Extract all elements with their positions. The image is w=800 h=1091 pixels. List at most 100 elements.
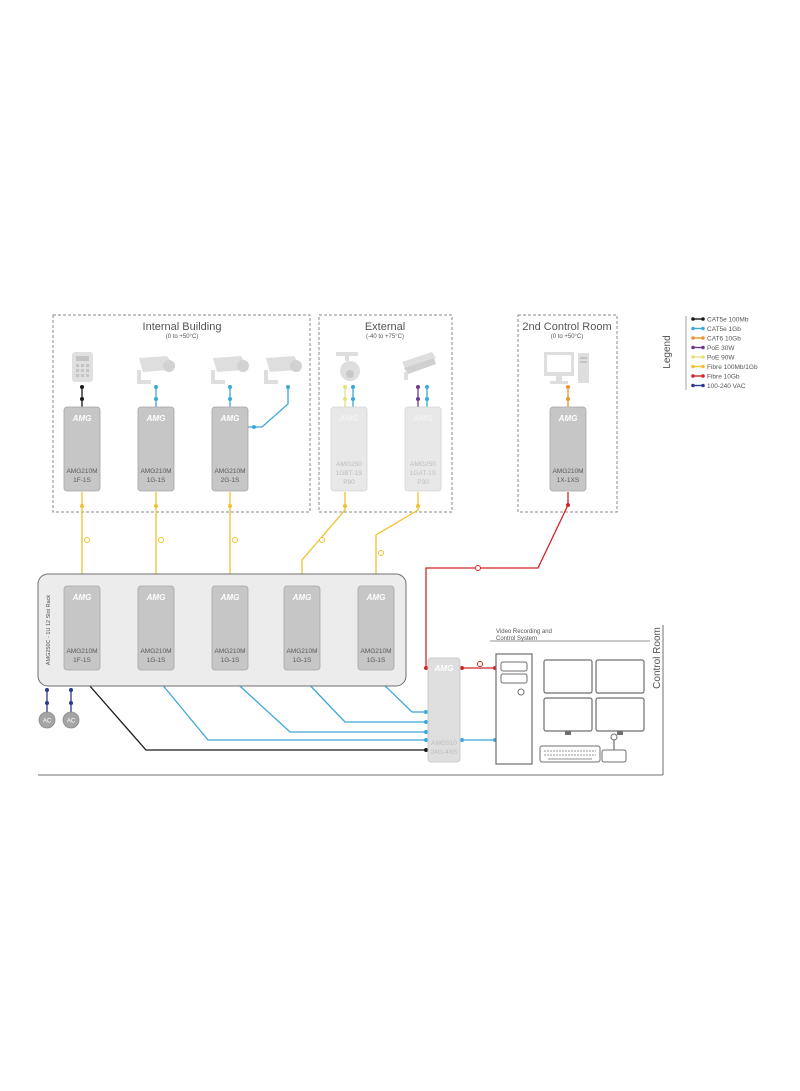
rack-module: AMG AMG210M 1G-1S [137, 585, 175, 671]
module-model: AMG210M [66, 468, 97, 475]
cat6-10gb-link [566, 385, 570, 408]
internal-building-zone: Internal Building (0 to +50°C) [52, 314, 311, 513]
housed-camera-icon [402, 352, 436, 380]
legend-swatch-dot [701, 317, 705, 321]
legend-swatch-dot [701, 355, 705, 359]
switch-model: AMG510 [431, 740, 457, 747]
legend-swatch-dot [701, 336, 705, 340]
amg-logo: AMG [146, 593, 166, 602]
ac-power-links [45, 688, 73, 713]
legend-item: CAT6 10Gb [691, 335, 741, 342]
legend-swatch-dot [701, 383, 705, 388]
joystick-icon [601, 733, 627, 763]
module-poe: P90 [343, 479, 355, 486]
legend-item: PoE 30W [691, 345, 735, 352]
rack-module: AMG AMG210M 1G-1S [211, 585, 249, 671]
external-zone: External (-40 to +75°C) [318, 314, 453, 513]
legend-item: CAT5e 100Mb [691, 316, 749, 323]
ac-label: AC [43, 719, 52, 725]
keyboard-icon [539, 745, 601, 763]
amg-logo: AMG [558, 414, 578, 423]
poe-90w-link [343, 385, 355, 408]
field-module: AMG AMG210M 1F-1S [63, 406, 101, 492]
amg-logo: AMG [292, 593, 312, 602]
legend-title: Legend [662, 335, 673, 368]
legend-swatch-dot [691, 364, 695, 369]
module-model: AMG210M [140, 648, 171, 655]
module-variant: 1G-1S [147, 657, 166, 664]
workstation-icon [544, 352, 589, 384]
rack-module: AMG AMG210M 1G-1S [283, 585, 321, 671]
module-model: AMG210M [214, 648, 245, 655]
legend-item: Fibre 100Mb/1Gb [691, 364, 758, 371]
switch-module: AMG AMG510 24G-4XS [427, 657, 461, 763]
internal-building-title: Internal Building [143, 321, 222, 333]
legend-swatch-dot [691, 355, 695, 359]
legend-swatch-dot [701, 364, 705, 369]
amg-logo: AMG [146, 414, 166, 423]
ac-supply: AC [38, 711, 56, 729]
legend-item: Fibre 10Gb [691, 373, 740, 380]
control-room-area: Control Room Video Recording and Control… [38, 625, 664, 776]
field-module-external: AMG AMG250 1GAT-1S P30 [404, 406, 442, 492]
second-control-room-range: (0 to +50°C) [551, 334, 584, 340]
external-range: (-40 to +75°C) [366, 334, 404, 340]
module-variant: 1G-1S [367, 657, 386, 664]
legend-label: PoE 90W [707, 354, 735, 361]
module-model: AMG250 [410, 461, 436, 468]
module-variant: 1GBT-1S [336, 470, 363, 477]
module-variant: 1X-1XS [557, 477, 580, 484]
fibre-10gb-link [424, 492, 570, 670]
ac-label: AC [67, 719, 76, 725]
field-module-external: AMG AMG250 1GBT-1S P90 [330, 406, 368, 492]
module-variant: 2G-1S [221, 477, 240, 484]
amg-logo: AMG [366, 593, 386, 602]
legend-label: 100-240 VAC [707, 383, 746, 390]
legend-label: CAT6 10Gb [707, 335, 741, 342]
module-variant: 1G-1S [293, 657, 312, 664]
cat5e-1gb-link [248, 385, 290, 429]
cctv-camera-icon [264, 356, 302, 384]
cat5e-100mb-link [80, 385, 84, 408]
legend-label: PoE 30W [707, 345, 735, 352]
cat5e-1gb-link [228, 385, 232, 408]
system-label-line2: Control System [496, 636, 537, 642]
switch-variant: 24G-4XS [431, 749, 458, 756]
module-poe: P30 [417, 479, 429, 486]
field-module: AMG AMG210M 2G-1S [211, 406, 249, 492]
legend-swatch-dot [701, 374, 705, 378]
module-variant: 1G-1S [221, 657, 240, 664]
module-model: AMG210M [140, 468, 171, 475]
legend-swatch-dot [701, 345, 705, 350]
module-model: AMG210M [360, 648, 391, 655]
cat5e-1gb-link [154, 385, 158, 408]
module-model: AMG210M [286, 648, 317, 655]
module-variant: 1GAT-1S [410, 470, 437, 477]
legend-swatch-dot [691, 336, 695, 340]
module-model: AMG210M [552, 468, 583, 475]
field-module: AMG AMG210M 1X-1XS [549, 406, 587, 492]
video-wall-icon [543, 659, 645, 735]
legend-label: CAT5e 100Mb [707, 316, 749, 323]
module-variant: 1F-1S [73, 657, 91, 664]
legend-item: CAT5e 1Gb [691, 326, 741, 333]
cctv-camera-icon [137, 356, 175, 384]
connection-links [45, 385, 570, 752]
ac-supply: AC [62, 711, 80, 729]
legend-swatch-dot [691, 317, 695, 321]
external-title: External [365, 321, 405, 333]
second-control-room-title: 2nd Control Room [522, 321, 611, 333]
legend-swatch-dot [691, 374, 695, 378]
legend-label: Fibre 10Gb [707, 373, 740, 380]
server-tower-icon [495, 653, 533, 765]
rack-module: AMG AMG210M 1G-1S [357, 585, 395, 671]
ptz-dome-camera-icon [336, 352, 360, 381]
field-module: AMG AMG210M 1G-1S [137, 406, 175, 492]
poe-30w-link [416, 385, 429, 408]
legend-swatch-dot [691, 326, 695, 331]
module-model: AMG210M [214, 468, 245, 475]
amg-logo: AMG [339, 414, 359, 423]
rack-module: AMG AMG210M 1F-1S [63, 585, 101, 671]
rack-label: AMG250C - 1U 12 Slot Rack [46, 595, 52, 666]
